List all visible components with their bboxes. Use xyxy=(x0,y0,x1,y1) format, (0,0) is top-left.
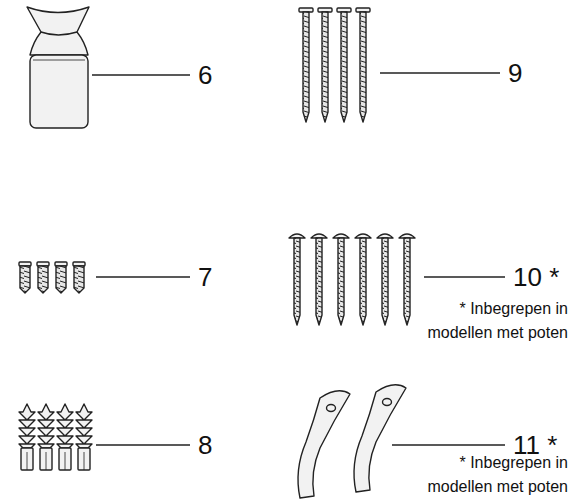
callout-number: 10 * xyxy=(513,262,559,292)
callout-number: 8 xyxy=(198,430,212,460)
callout-number: 7 xyxy=(198,262,212,292)
long-screws xyxy=(299,8,370,122)
legs xyxy=(298,385,406,498)
callout-number: 6 xyxy=(198,60,212,90)
callout-number: 9 xyxy=(508,58,522,88)
footnote: * Inbegrepen in modellen met poten xyxy=(413,451,568,499)
leader-lines xyxy=(92,73,505,445)
short-screws xyxy=(19,262,85,293)
footnote: * Inbegrepen in modellen met poten xyxy=(413,297,568,345)
pan-head-screws xyxy=(289,234,415,325)
clip-part xyxy=(27,7,89,128)
wall-plugs xyxy=(19,404,92,470)
